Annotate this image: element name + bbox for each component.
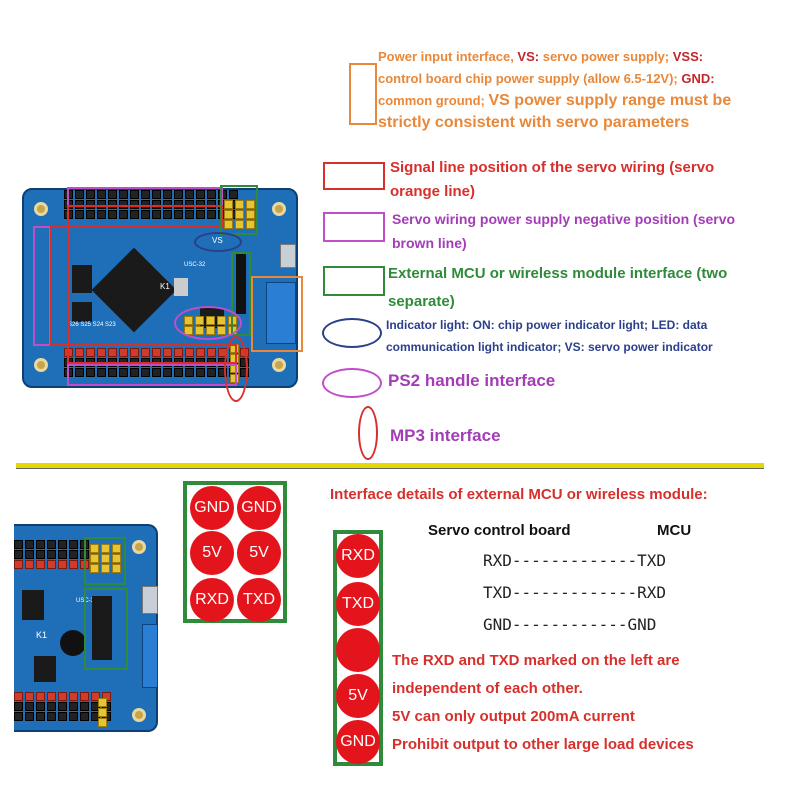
board-label-k1: K1 bbox=[36, 630, 48, 640]
pin-grid-gnd-left: GND bbox=[190, 486, 234, 530]
signal-highlight-top bbox=[67, 205, 223, 227]
details-title: Interface details of external MCU or wir… bbox=[330, 486, 708, 503]
signal-legend-icon bbox=[323, 162, 385, 190]
buzzer bbox=[60, 630, 86, 656]
board-label-usc: USC-32 bbox=[184, 262, 206, 268]
screw-terminal bbox=[266, 282, 296, 344]
pin-column-gnd: GND bbox=[336, 720, 380, 764]
negative-legend-text: Servo wiring power supply negative posit… bbox=[392, 211, 736, 251]
negative-highlight-left bbox=[33, 226, 51, 346]
ps2-legend-text: PS2 handle interface bbox=[388, 371, 556, 390]
ic-chip bbox=[34, 656, 56, 682]
mount-hole bbox=[132, 708, 146, 722]
pin-column-5v: 5V bbox=[336, 674, 380, 718]
pin-column-blank bbox=[336, 628, 380, 672]
ps2-highlight bbox=[174, 306, 242, 340]
closeup-mcu-highlight-top bbox=[84, 537, 126, 585]
note-rxd-txd-1: The RXD and TXD marked on the left are bbox=[392, 652, 680, 669]
closeup-top-pins bbox=[14, 540, 89, 569]
mount-hole bbox=[272, 358, 286, 372]
pin-grid-5v-left: 5V bbox=[190, 531, 234, 575]
mcu-header bbox=[236, 254, 246, 314]
mount-hole bbox=[132, 540, 146, 554]
closeup-mcu-pins bbox=[90, 544, 121, 573]
board-label-k1: K1 bbox=[160, 282, 170, 291]
negative-highlight-bottom bbox=[67, 364, 237, 386]
note-5v-current: 5V can only output 200mA current bbox=[392, 708, 635, 725]
signal-highlight-left bbox=[50, 226, 70, 346]
ic-chip bbox=[72, 302, 92, 322]
negative-highlight-top bbox=[67, 187, 223, 207]
wiring-row: TXD-------------RXD bbox=[483, 583, 667, 602]
closeup-mcu-header bbox=[92, 596, 112, 660]
indicator-legend-text: Indicator light: ON: chip power indicato… bbox=[386, 318, 713, 354]
closeup-mcu-highlight-side bbox=[84, 588, 128, 670]
mcu-yellow-pins bbox=[224, 200, 255, 229]
mount-hole bbox=[34, 358, 48, 372]
indicator-legend-icon bbox=[322, 318, 382, 348]
note-rxd-txd-2: independent of each other. bbox=[392, 680, 583, 697]
signal-legend-text: Signal line position of the servo wiring… bbox=[390, 159, 715, 200]
mcu-legend-icon bbox=[323, 266, 385, 296]
pin-grid-5v-right: 5V bbox=[237, 531, 281, 575]
mp3-legend-icon bbox=[358, 406, 378, 460]
ps2-legend-icon bbox=[322, 368, 382, 398]
mcu-legend-text: External MCU or wireless module interfac… bbox=[388, 265, 728, 310]
screw-terminal bbox=[142, 624, 158, 688]
indicator-highlight bbox=[194, 232, 242, 252]
buzzer bbox=[174, 278, 188, 296]
mount-hole bbox=[34, 202, 48, 216]
mcu-highlight-top bbox=[220, 185, 258, 235]
negative-legend-icon bbox=[323, 212, 385, 242]
pin-column-txd: TXD bbox=[336, 582, 380, 626]
pin-grid-gnd-right: GND bbox=[237, 486, 281, 530]
pin-grid-rxd: RXD bbox=[190, 578, 234, 622]
details-col-board: Servo control board bbox=[428, 522, 571, 539]
ic-chip bbox=[22, 590, 44, 620]
mcu-highlight-side bbox=[231, 252, 251, 336]
wiring-row: RXD-------------TXD bbox=[483, 551, 667, 570]
section-divider bbox=[16, 463, 764, 469]
pin-grid-txd: TXD bbox=[237, 578, 281, 622]
pin-column-rxd: RXD bbox=[336, 534, 380, 578]
signal-highlight-bottom bbox=[67, 344, 237, 364]
mp3-legend-text: MP3 interface bbox=[390, 426, 501, 445]
power-legend-icon bbox=[349, 63, 377, 125]
note-prohibit: Prohibit output to other large load devi… bbox=[392, 736, 694, 753]
ic-chip bbox=[72, 265, 92, 293]
power-legend-text: Power input interface, VS: servo power s… bbox=[378, 49, 732, 131]
pin-grid-box bbox=[183, 481, 287, 623]
details-col-mcu: MCU bbox=[657, 522, 692, 539]
usb-port bbox=[280, 244, 296, 268]
pin-column-box bbox=[333, 530, 383, 766]
power-highlight bbox=[251, 276, 303, 352]
board-label-s-row: S26 S25 S24 S23 bbox=[68, 322, 116, 328]
board-label-usc: USC-32 bbox=[76, 598, 98, 604]
wiring-row: GND------------GND bbox=[483, 615, 657, 634]
mount-hole bbox=[272, 202, 286, 216]
mp3-highlight bbox=[224, 336, 248, 402]
usb-port bbox=[142, 586, 158, 614]
closeup-side-yellow-pins bbox=[98, 698, 107, 727]
closeup-bottom-pins bbox=[14, 692, 111, 721]
